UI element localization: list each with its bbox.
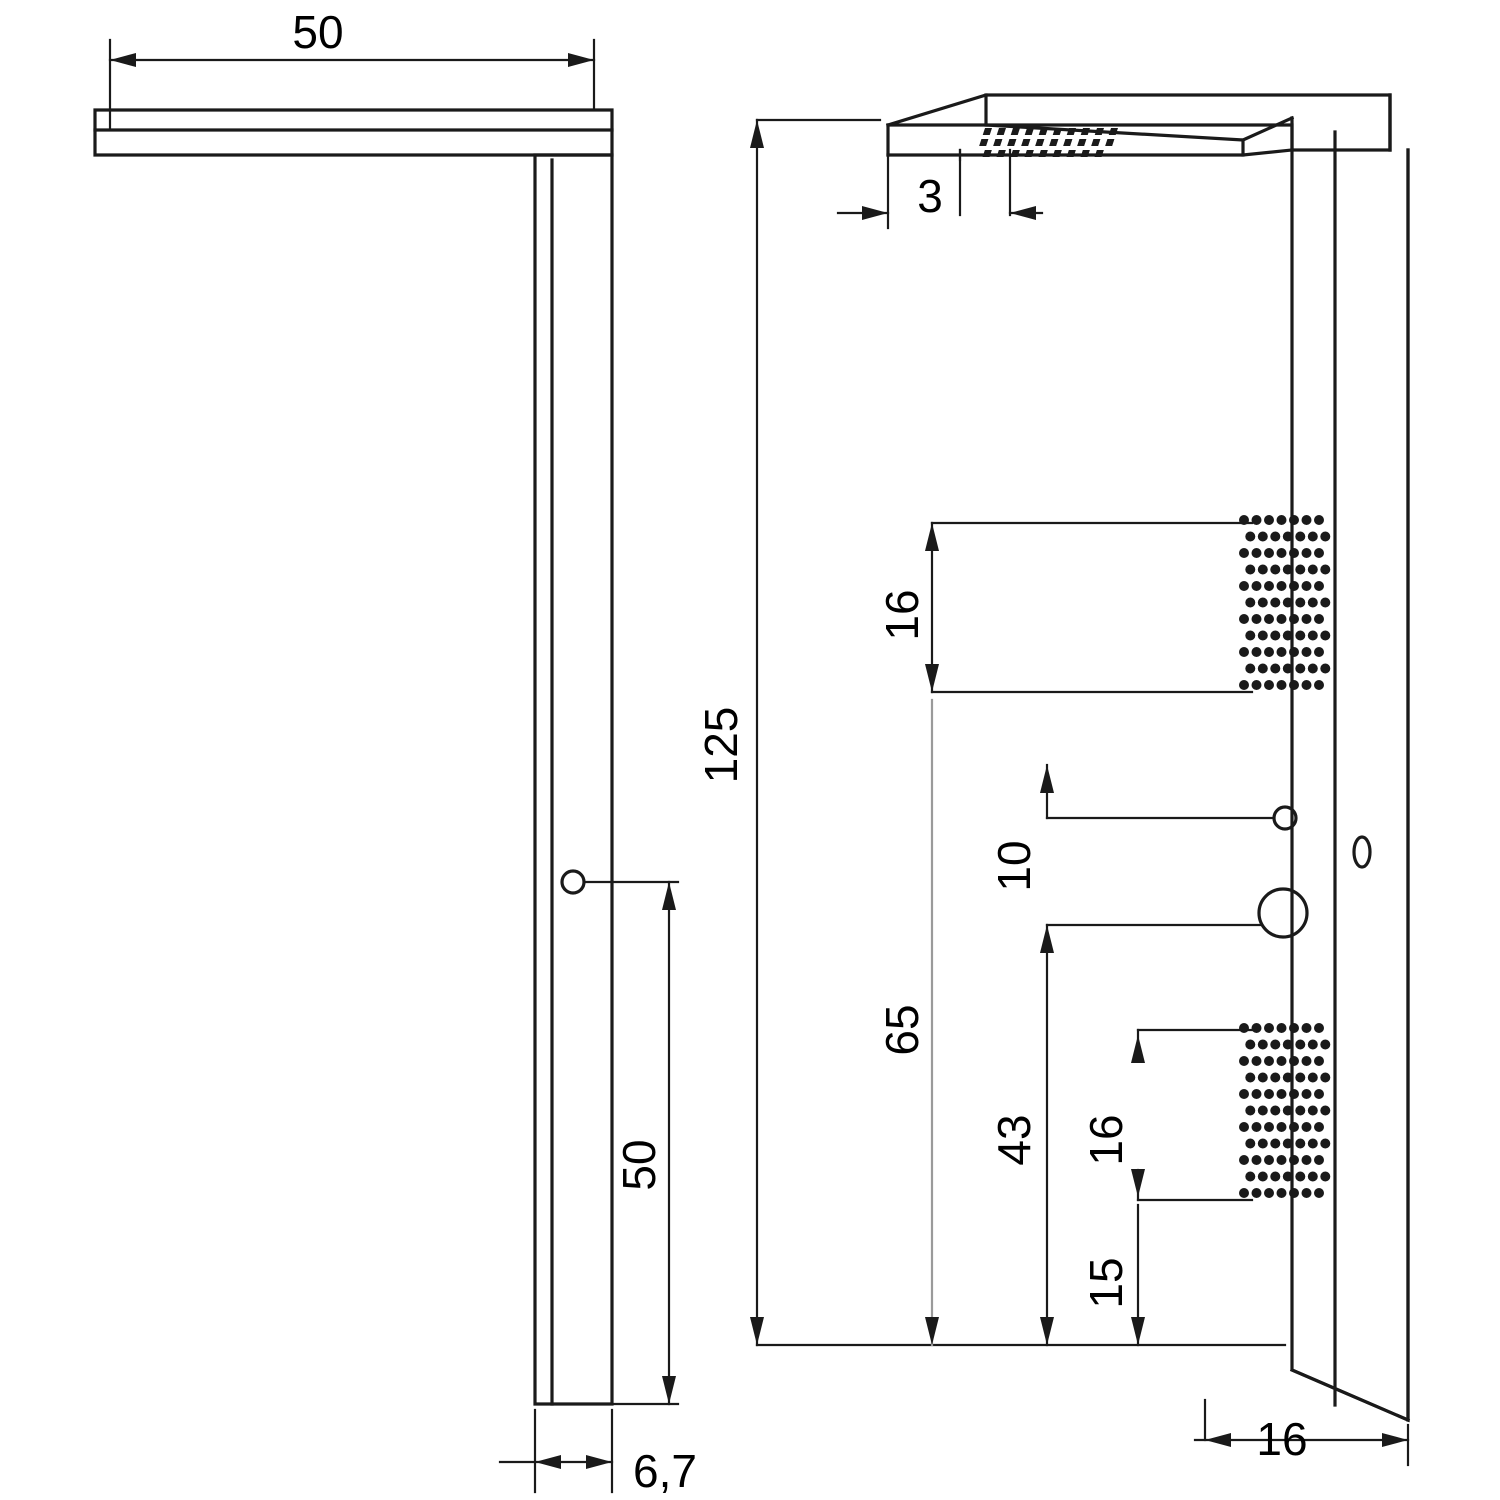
left-view-hole	[560, 869, 586, 895]
label-bottom-offset: 15	[1080, 1257, 1132, 1308]
label-upper-grid-offset: 16	[876, 589, 928, 640]
right-view-head	[886, 93, 1392, 157]
left-dim-50-top	[108, 38, 596, 132]
head-perforation-icon	[979, 128, 1118, 157]
upper-perforation-grid	[1239, 515, 1331, 690]
label-base-width: 16	[1256, 1413, 1307, 1465]
label-lower-grid-offset: 16	[1080, 1114, 1132, 1165]
left-view-column	[533, 153, 614, 1406]
right-dim-65	[925, 698, 939, 1347]
label-lower-ref: 43	[988, 1114, 1040, 1165]
left-dim-6-7	[498, 1408, 614, 1494]
label-hole-small: 10	[988, 840, 1040, 891]
right-dim-16-upper	[925, 521, 1254, 694]
right-view-body	[1289, 93, 1411, 1423]
left-dim-50-vertical	[583, 880, 680, 1406]
label-left-thickness: 6,7	[633, 1445, 697, 1497]
label-left-top-width: 50	[292, 6, 343, 58]
right-edge-hole	[1352, 835, 1372, 869]
label-overall-height: 125	[695, 707, 747, 784]
right-dim-16-base	[1193, 1398, 1410, 1467]
right-dim-10	[1040, 763, 1276, 820]
panel-large-hole	[1257, 887, 1309, 939]
right-dim-125	[750, 118, 1287, 1347]
label-mid-height: 65	[876, 1004, 928, 1055]
right-dim-16-lower	[1131, 1028, 1254, 1202]
label-left-vertical-50: 50	[613, 1139, 665, 1190]
right-dim-3	[836, 148, 1044, 230]
right-dim-15	[1131, 1203, 1145, 1347]
left-view-top-plate	[93, 108, 614, 157]
right-dim-43	[1040, 923, 1262, 1347]
label-head-thickness: 3	[917, 170, 943, 222]
lower-perforation-grid	[1239, 1023, 1331, 1198]
